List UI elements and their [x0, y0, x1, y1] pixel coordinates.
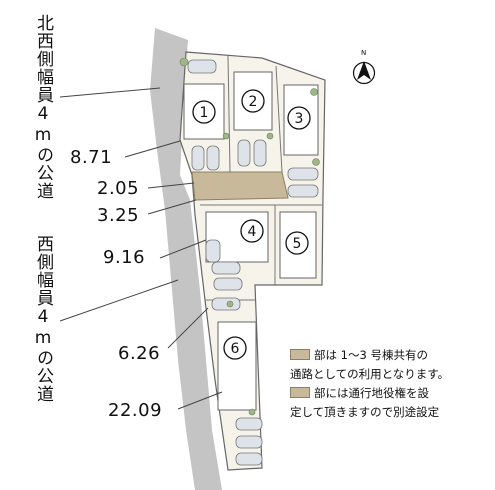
- legend: 部は 1～3 号棟共有の 通路としての利用となります。 部には通行地役権を設 定…: [290, 346, 449, 422]
- lot-marker: 4: [240, 219, 264, 243]
- legend-swatch: [290, 349, 310, 360]
- dimension-label: 2.05: [97, 178, 140, 199]
- north-label: N: [361, 49, 367, 57]
- lot-marker: 2: [241, 89, 265, 113]
- lot-number: 6: [231, 341, 240, 357]
- dimension-label: 22.09: [108, 400, 163, 421]
- lot-marker: 1: [192, 100, 216, 124]
- lot-number: 3: [295, 111, 304, 127]
- lot-number: 4: [248, 224, 257, 240]
- trees: [179, 57, 320, 416]
- legend-text: 部には通行地役権を設: [314, 386, 429, 400]
- legend-row-shared-path: 部は 1～3 号棟共有の: [290, 346, 449, 365]
- legend-text: 部は 1～3 号棟共有の: [314, 348, 428, 362]
- road-label-west: 西側幅員4mの公道: [33, 235, 53, 403]
- shared-path: [191, 171, 289, 201]
- lot-numbers: 1 2 3 4 5 6: [192, 89, 311, 360]
- legend-swatch: [290, 387, 310, 398]
- public-road: [150, 28, 222, 490]
- legend-row-easement: 部には通行地役権を設: [290, 384, 449, 403]
- lot-marker: 5: [285, 231, 309, 255]
- dimension-label: 8.71: [70, 147, 113, 168]
- dimension-label: 9.16: [103, 247, 146, 268]
- road-label-north-west: 北西側幅員4mの公道: [33, 14, 53, 200]
- north-arrow-icon: [352, 61, 376, 85]
- lot-number: 2: [249, 94, 258, 110]
- parking-cars: [187, 59, 319, 466]
- leader-lines: [59, 87, 223, 410]
- lot-number: 5: [293, 236, 302, 252]
- lot-marker: 6: [223, 336, 247, 360]
- dimension-label: 6.26: [118, 343, 161, 364]
- lot-marker: 3: [287, 106, 311, 130]
- dimension-label: 3.25: [97, 205, 140, 226]
- legend-text: 定して頂きますので別途設定: [290, 405, 440, 419]
- lot-number: 1: [200, 105, 209, 121]
- legend-text: 通路としての利用となります。: [290, 367, 450, 381]
